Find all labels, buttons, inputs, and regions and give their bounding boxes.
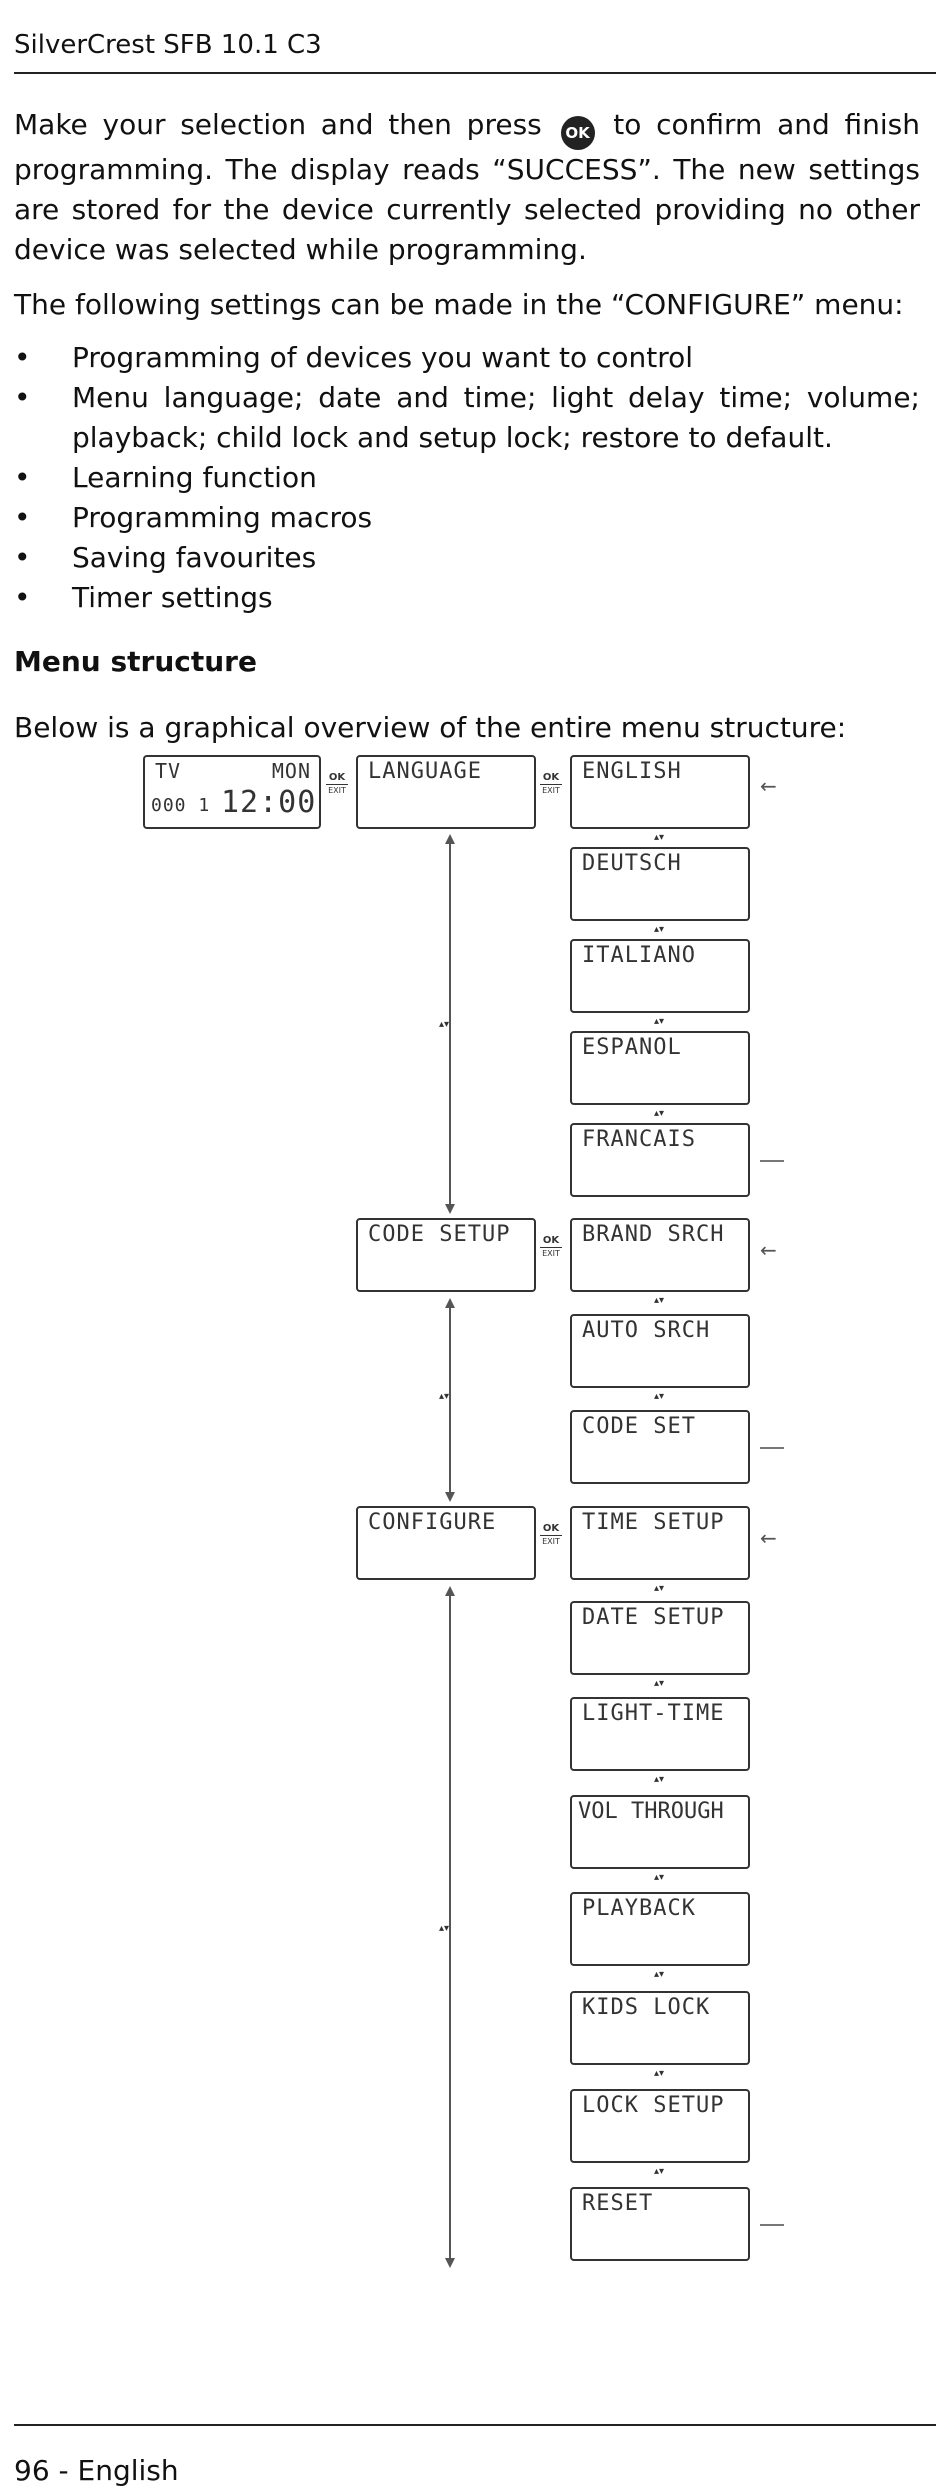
up-down-icon: ▴▾ [654,1295,665,1306]
config-time-setup: TIME SETUP [570,1506,750,1580]
menu-configure: CONFIGURE [356,1506,536,1580]
intro-paragraph: Make your selection and then press OK to… [14,105,920,270]
connector-code-configure [449,1304,451,1498]
section-heading: Menu structure [14,645,257,678]
arrow-up-icon [445,1586,455,1596]
footer-rule [14,2424,936,2426]
config-playback: PLAYBACK [570,1892,750,1966]
up-down-icon: ▴▾ [654,1391,665,1402]
up-down-icon: ▴▾ [654,924,665,935]
config-lock-setup: LOCK SETUP [570,2089,750,2163]
arrow-down-icon [445,2258,455,2268]
up-down-icon: ▴▾ [654,2166,665,2177]
up-down-icon: ▴▾ [654,2068,665,2079]
list-item: Learning function [14,458,920,498]
config-date-setup: DATE SETUP [570,1601,750,1675]
wrap-line [760,1447,784,1449]
config-light-time: LIGHT-TIME [570,1697,750,1771]
connector-language-code [449,840,451,1210]
lang-espanol: ESPANOL [570,1031,750,1105]
wrap-arrow-icon: ← [760,1526,777,1550]
menu-language: LANGUAGE [356,755,536,829]
up-down-icon: ▴▾ [654,1872,665,1883]
code-code-set: CODE SET [570,1410,750,1484]
wrap-line [760,1160,784,1162]
up-down-icon: ▴▾ [654,1774,665,1785]
configure-intro: The following settings can be made in th… [14,288,904,321]
intro-text-end: to confirm and finish programming. The d… [14,108,920,266]
arrow-down-icon [445,1492,455,1502]
connector-configure-end [449,1592,451,2262]
list-item: Timer settings [14,578,920,618]
list-item: Programming macros [14,498,920,538]
list-item: Programming of devices you want to contr… [14,338,920,378]
code-auto-search: AUTO SRCH [570,1314,750,1388]
wrap-arrow-icon: ← [760,1238,777,1262]
section-intro: Below is a graphical overview of the ent… [14,711,847,744]
lang-francais: FRANCAIS [570,1123,750,1197]
display-time: 12:00 [221,785,317,820]
up-down-icon: ▴▾ [654,1016,665,1027]
up-down-icon: ▴▾ [439,1019,450,1030]
start-display: TV MON 000 1 12:00 [143,755,321,829]
wrap-line [760,2224,784,2226]
up-down-icon: ▴▾ [654,1583,665,1594]
list-item: Menu language; date and time; light dela… [14,378,920,458]
display-device: TV [155,759,182,783]
lang-italiano: ITALIANO [570,939,750,1013]
up-down-icon: ▴▾ [654,1969,665,1980]
wrap-arrow-icon: ← [760,774,777,798]
display-day: MON [271,759,311,783]
up-down-icon: ▴▾ [439,1923,450,1934]
lang-english: ENGLISH [570,755,750,829]
config-vol-through: VOL THROUGH [570,1795,750,1869]
arrow-up-icon [445,1298,455,1308]
page-number: 96 - English [14,2454,179,2487]
arrow-up-icon [445,834,455,844]
menu-code-setup: CODE SETUP [356,1218,536,1292]
configure-options-list: Programming of devices you want to contr… [14,338,920,618]
header-rule [14,72,936,74]
intro-text-start: Make your selection and then press [14,108,542,141]
running-header: SilverCrest SFB 10.1 C3 [14,30,322,60]
code-brand-search: BRAND SRCH [570,1218,750,1292]
up-down-icon: ▴▾ [654,832,665,843]
ok-button-icon: OK [560,116,595,150]
list-item: Saving favourites [14,538,920,578]
up-down-icon: ▴▾ [654,1678,665,1689]
display-code: 000 1 [151,795,211,816]
up-down-icon: ▴▾ [439,1391,450,1402]
lang-deutsch: DEUTSCH [570,847,750,921]
arrow-down-icon [445,1204,455,1214]
up-down-icon: ▴▾ [654,1108,665,1119]
config-reset: RESET [570,2187,750,2261]
config-kids-lock: KIDS LOCK [570,1991,750,2065]
